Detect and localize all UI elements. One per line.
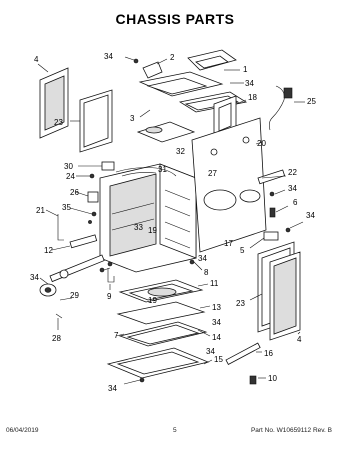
bottom-pan-stack <box>106 259 213 385</box>
callout-13: 13 <box>212 303 221 312</box>
cooktop-top-assembly <box>124 49 248 118</box>
callout-26: 26 <box>70 188 79 197</box>
callout-34: 34 <box>288 184 297 193</box>
callout-34: 34 <box>104 52 113 61</box>
callout-34: 34 <box>306 211 315 220</box>
drawer-rail-and-screw <box>225 342 266 385</box>
oven-door-left <box>37 63 69 139</box>
callout-9: 9 <box>107 292 112 301</box>
callout-23: 23 <box>54 118 63 127</box>
callout-28: 28 <box>52 334 61 343</box>
oven-chassis <box>99 163 197 273</box>
callout-21: 21 <box>36 206 45 215</box>
callout-11: 11 <box>210 279 219 288</box>
callout-20: 20 <box>257 139 266 148</box>
callout-29: 29 <box>70 291 79 300</box>
door-hinge <box>249 221 304 249</box>
callout-32: 32 <box>176 147 185 156</box>
side-rod-and-fasteners <box>257 169 289 218</box>
callout-23: 23 <box>236 299 245 308</box>
callout-5: 5 <box>240 246 245 255</box>
footer-date: 06/04/2019 <box>6 427 39 434</box>
footer-page-number: 5 <box>173 427 177 434</box>
callout-18: 18 <box>248 93 257 102</box>
callout-35: 35 <box>62 203 71 212</box>
callout-25: 25 <box>307 97 316 106</box>
callout-30: 30 <box>64 162 73 171</box>
callout-19: 19 <box>148 226 157 235</box>
gas-manifold <box>39 254 111 330</box>
callout-34: 34 <box>206 347 215 356</box>
callout-12: 12 <box>44 246 53 255</box>
callout-17: 17 <box>224 239 233 248</box>
callout-22: 22 <box>288 168 297 177</box>
callout-4: 4 <box>297 335 302 344</box>
callout-27: 27 <box>208 169 217 178</box>
left-side-components <box>45 161 115 251</box>
callout-14: 14 <box>212 333 221 342</box>
callout-31: 31 <box>158 165 167 174</box>
callout-10: 10 <box>268 374 277 383</box>
callout-34: 34 <box>245 79 254 88</box>
callout-34: 34 <box>198 254 207 263</box>
callout-33: 33 <box>134 223 143 232</box>
callout-34: 34 <box>212 318 221 327</box>
power-cord <box>269 85 305 131</box>
callout-2: 2 <box>170 53 175 62</box>
door-inner-panel-left <box>70 89 113 153</box>
callout-15: 15 <box>214 355 223 364</box>
callout-4: 4 <box>34 55 39 64</box>
footer-part-number: Part No. W10659112 Rev. B <box>250 427 332 434</box>
callout-24: 24 <box>66 172 75 181</box>
callout-19: 19 <box>148 296 157 305</box>
rear-panel <box>191 117 267 253</box>
page-title: CHASSIS PARTS <box>115 11 235 27</box>
oven-door-right <box>249 241 301 341</box>
callout-8: 8 <box>204 268 209 277</box>
callout-3: 3 <box>130 114 135 123</box>
top-burner-box <box>136 121 196 143</box>
callout-34: 34 <box>108 384 117 393</box>
callout-16: 16 <box>264 349 273 358</box>
callout-6: 6 <box>293 198 298 207</box>
callout-7: 7 <box>114 331 119 340</box>
callout-1: 1 <box>243 65 248 74</box>
callout-34: 34 <box>30 273 39 282</box>
